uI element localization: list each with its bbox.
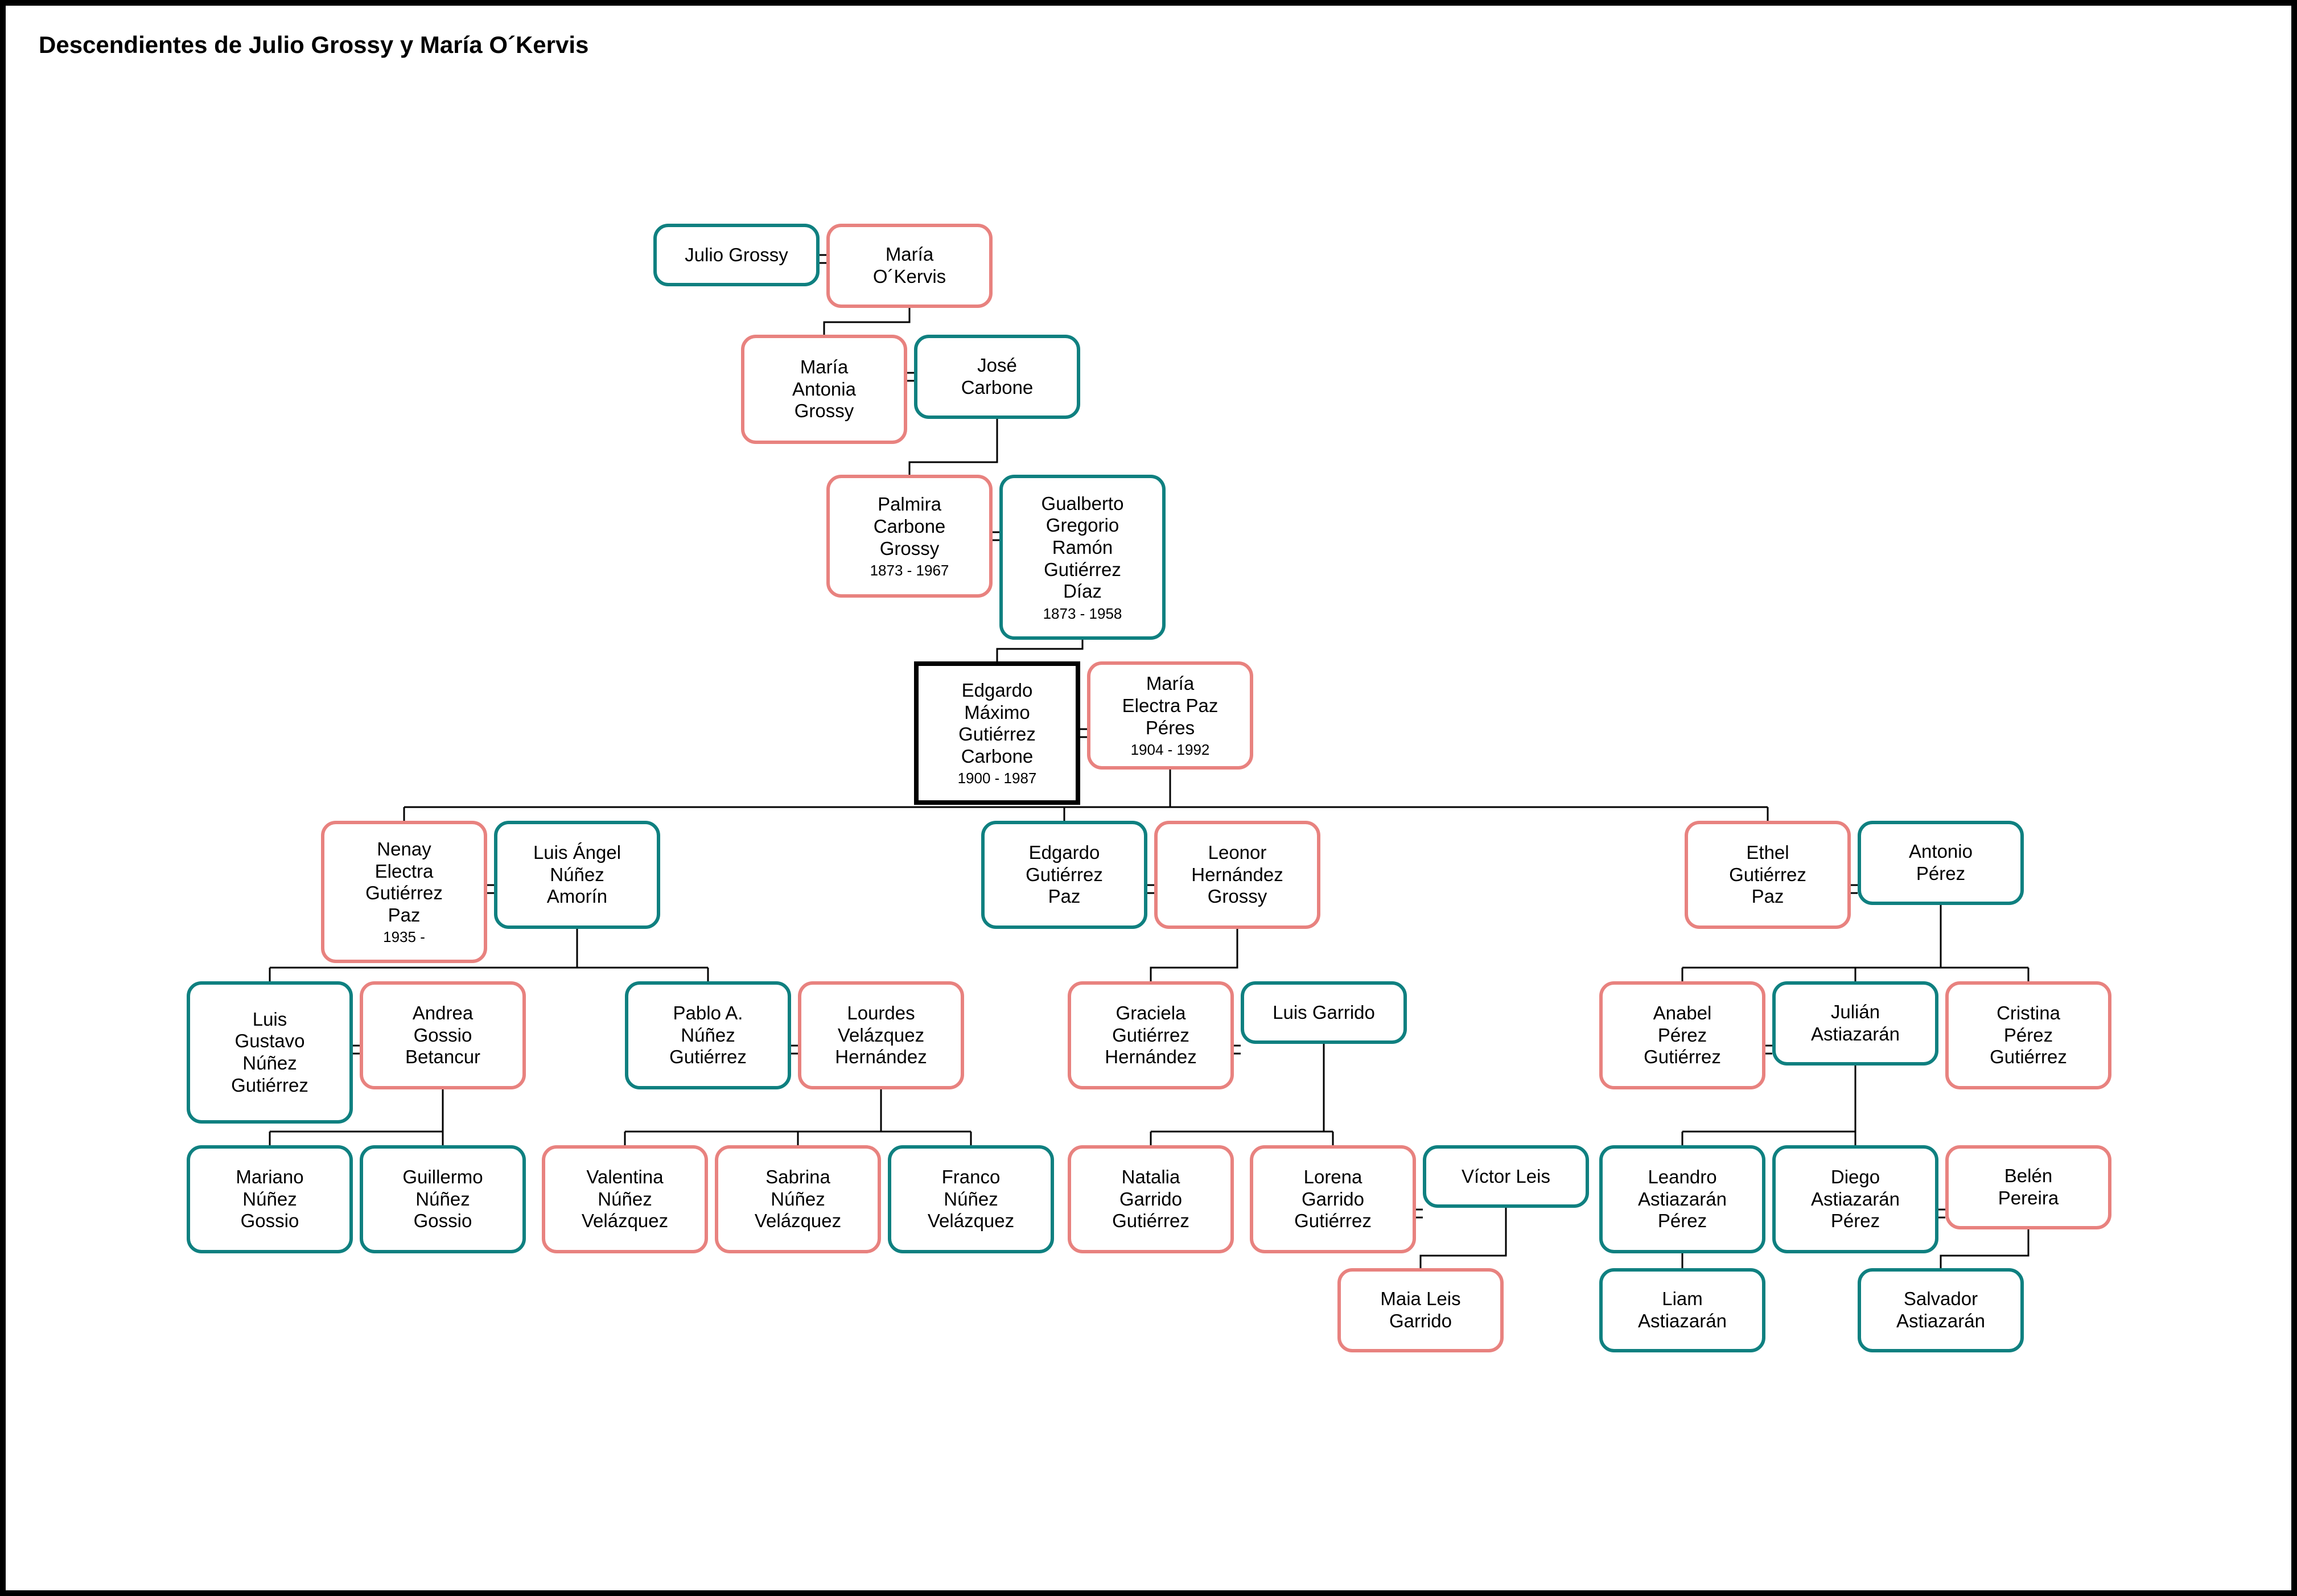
person-name: Maia Leis Garrido	[1380, 1288, 1461, 1331]
person-node-graciela_gut_hern[interactable]: Graciela Gutiérrez Hernández	[1068, 981, 1234, 1089]
person-node-natalia_garrido[interactable]: Natalia Garrido Gutiérrez	[1068, 1145, 1234, 1253]
person-node-palmira_carbone[interactable]: Palmira Carbone Grossy 1873 - 1967	[826, 475, 993, 598]
person-node-anabel_perez_gut[interactable]: Anabel Pérez Gutiérrez	[1599, 981, 1765, 1089]
person-dates: 1935 -	[383, 928, 425, 946]
person-name: Ethel Gutiérrez Paz	[1729, 842, 1806, 907]
person-name: Víctor Leis	[1462, 1165, 1550, 1187]
person-node-maria_electra_paz[interactable]: María Electra Paz Péres 1904 - 1992	[1087, 661, 1253, 770]
person-name: José Carbone	[961, 355, 1034, 398]
person-name: Diego Astiazarán Pérez	[1811, 1166, 1900, 1232]
person-node-victor_leis[interactable]: Víctor Leis	[1423, 1145, 1589, 1208]
person-node-luis_angel_nunez[interactable]: Luis Ángel Núñez Amorín	[494, 821, 660, 929]
person-name: Mariano Núñez Gossio	[236, 1166, 304, 1232]
person-node-mariano_nunez[interactable]: Mariano Núñez Gossio	[187, 1145, 353, 1253]
person-node-cristina_perez_gut[interactable]: Cristina Pérez Gutiérrez	[1945, 981, 2111, 1089]
person-node-julian_astiazaran[interactable]: Julián Astiazarán	[1772, 981, 1938, 1066]
person-node-maria_antonia_grossy[interactable]: María Antonia Grossy	[741, 335, 907, 444]
person-name: Lourdes Velázquez Hernández	[835, 1002, 927, 1068]
person-node-nenay_electra[interactable]: Nenay Electra Gutiérrez Paz 1935 -	[321, 821, 487, 963]
person-name: Edgardo Gutiérrez Paz	[1026, 842, 1103, 907]
person-node-andrea_gossio[interactable]: Andrea Gossio Betancur	[360, 981, 526, 1089]
person-name: Palmira Carbone Grossy	[873, 493, 946, 559]
person-name: Belén Pereira	[1998, 1165, 2059, 1208]
person-name: Lorena Garrido Gutiérrez	[1294, 1166, 1372, 1232]
person-name: Julián Astiazarán	[1811, 1001, 1900, 1044]
person-node-julio_grossy[interactable]: Julio Grossy	[653, 224, 820, 286]
person-node-pablo_a_nunez[interactable]: Pablo A. Núñez Gutiérrez	[625, 981, 791, 1089]
person-dates: 1873 - 1967	[870, 562, 949, 579]
person-name: Liam Astiazarán	[1638, 1288, 1727, 1331]
person-name: Pablo A. Núñez Gutiérrez	[669, 1002, 747, 1068]
person-node-sabrina_nunez[interactable]: Sabrina Núñez Velázquez	[715, 1145, 881, 1253]
person-node-belen_pereira[interactable]: Belén Pereira	[1945, 1145, 2111, 1229]
person-node-lorena_garrido[interactable]: Lorena Garrido Gutiérrez	[1250, 1145, 1416, 1253]
person-name: Julio Grossy	[685, 244, 788, 265]
person-name: María O´Kervis	[872, 244, 946, 287]
person-dates: 1873 - 1958	[1043, 604, 1122, 622]
person-node-maria_okervis[interactable]: María O´Kervis	[826, 224, 993, 308]
person-name: Nenay Electra Gutiérrez Paz	[365, 838, 443, 925]
person-node-edgardo_max_gc[interactable]: Edgardo Máximo Gutiérrez Carbone 1900 - 1…	[914, 661, 1080, 805]
person-node-leandro_astiazaran[interactable]: Leandro Astiazarán Pérez	[1599, 1145, 1765, 1253]
person-node-maia_leis_garrido[interactable]: Maia Leis Garrido	[1337, 1268, 1504, 1352]
person-name: Guillermo Núñez Gossio	[402, 1166, 483, 1232]
person-node-liam_astiazaran[interactable]: Liam Astiazarán	[1599, 1268, 1765, 1352]
person-name: Luis Ángel Núñez Amorín	[533, 842, 621, 907]
person-node-gualberto_gutierrez[interactable]: Gualberto Gregorio Ramón Gutiérrez Díaz 1…	[999, 475, 1166, 640]
person-name: Andrea Gossio Betancur	[405, 1002, 481, 1068]
person-name: Luis Gustavo Núñez Gutiérrez	[231, 1008, 308, 1096]
person-node-salvador_astiazaran[interactable]: Salvador Astiazarán	[1858, 1268, 2024, 1352]
person-node-luis_garrido[interactable]: Luis Garrido	[1241, 981, 1407, 1044]
person-name: Graciela Gutiérrez Hernández	[1105, 1002, 1197, 1068]
person-name: Antonio Pérez	[1909, 841, 1973, 884]
person-name: María Electra Paz Péres	[1122, 673, 1219, 738]
person-name: Valentina Núñez Velázquez	[581, 1166, 669, 1232]
person-name: Natalia Garrido Gutiérrez	[1112, 1166, 1189, 1232]
person-node-lourdes_velazquez[interactable]: Lourdes Velázquez Hernández	[798, 981, 964, 1089]
person-name: Gualberto Gregorio Ramón Gutiérrez Díaz	[1041, 492, 1124, 602]
person-name: Franco Núñez Velázquez	[927, 1166, 1015, 1232]
page-title: Descendientes de Julio Grossy y María O´…	[39, 31, 589, 58]
person-name: Edgardo Máximo Gutiérrez Carbone	[958, 679, 1036, 767]
person-node-valentina_nunez[interactable]: Valentina Núñez Velázquez	[542, 1145, 708, 1253]
person-dates: 1900 - 1987	[957, 770, 1037, 787]
person-node-franco_nunez[interactable]: Franco Núñez Velázquez	[888, 1145, 1054, 1253]
person-name: Anabel Pérez Gutiérrez	[1644, 1002, 1721, 1068]
person-name: Leonor Hernández Grossy	[1191, 842, 1283, 907]
person-name: Luis Garrido	[1273, 1001, 1375, 1023]
person-name: Salvador Astiazarán	[1896, 1288, 1985, 1331]
person-node-antonio_perez[interactable]: Antonio Pérez	[1858, 821, 2024, 905]
person-node-ethel_gut_paz[interactable]: Ethel Gutiérrez Paz	[1685, 821, 1851, 929]
person-node-edgardo_gut_paz[interactable]: Edgardo Gutiérrez Paz	[981, 821, 1147, 929]
person-name: María Antonia Grossy	[792, 356, 856, 422]
person-name: Leandro Astiazarán Pérez	[1638, 1166, 1727, 1232]
person-node-guillermo_nunez[interactable]: Guillermo Núñez Gossio	[360, 1145, 526, 1253]
person-node-jose_carbone[interactable]: José Carbone	[914, 335, 1080, 419]
person-node-leonor_hernandez[interactable]: Leonor Hernández Grossy	[1154, 821, 1320, 929]
person-node-diego_astiazaran[interactable]: Diego Astiazarán Pérez	[1772, 1145, 1938, 1253]
person-name: Sabrina Núñez Velázquez	[754, 1166, 842, 1232]
person-node-luis_gustavo_nunez[interactable]: Luis Gustavo Núñez Gutiérrez	[187, 981, 353, 1124]
person-dates: 1904 - 1992	[1130, 741, 1210, 759]
person-name: Cristina Pérez Gutiérrez	[1990, 1002, 2067, 1068]
